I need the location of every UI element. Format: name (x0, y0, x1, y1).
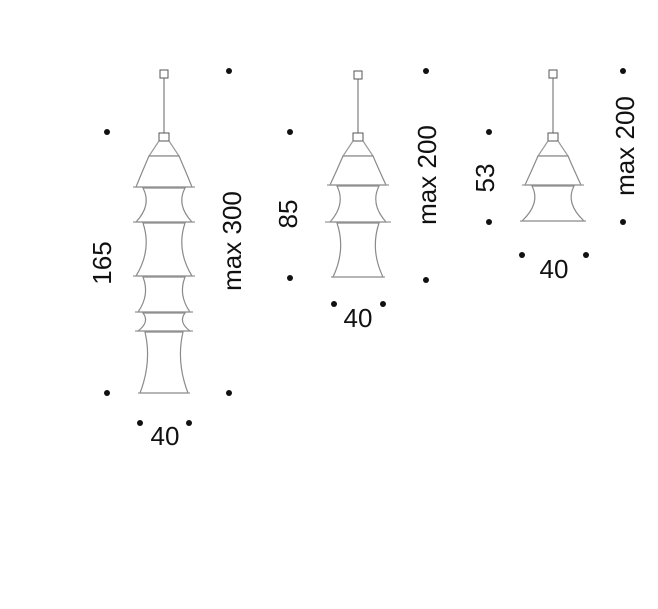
dim-dot (186, 420, 192, 426)
lamp-tier (134, 222, 194, 277)
dim-dot (331, 301, 337, 307)
canopy-cap (158, 132, 170, 142)
width-label: 40 (344, 303, 373, 333)
dim-dot (226, 68, 232, 74)
dim-dot (226, 390, 232, 396)
lamp-tier (520, 185, 586, 222)
dim-dot (486, 219, 492, 225)
dim-dot (519, 252, 525, 258)
height-label: 165 (87, 241, 117, 284)
lamp-tier (332, 222, 384, 278)
max-length-label: max 300 (217, 191, 247, 291)
lamp-tier (134, 187, 194, 223)
dim-dot (287, 275, 293, 281)
ceiling-hook-icon (159, 69, 169, 79)
lamp-tier (135, 155, 193, 188)
lamp-tier (139, 331, 189, 394)
lamp-top-cone (341, 140, 375, 157)
width-label: 40 (540, 254, 569, 284)
width-label: 40 (151, 421, 180, 451)
lamp-tier (136, 312, 192, 332)
dim-dot (104, 129, 110, 135)
lamp-top-cone (536, 140, 570, 157)
height-label: 53 (470, 164, 500, 193)
ceiling-hook-icon (353, 70, 363, 80)
dim-dot (486, 129, 492, 135)
lamp-top-cone (147, 140, 181, 157)
dim-dot (104, 390, 110, 396)
lamp-tier (524, 155, 582, 186)
dim-dot (380, 301, 386, 307)
lamp-small: 53 max 200 40 (470, 68, 640, 284)
dim-dot (137, 420, 143, 426)
dim-dot (287, 129, 293, 135)
lamp-tier (328, 185, 388, 223)
dim-dot (423, 277, 429, 283)
canopy-cap (547, 132, 559, 142)
dim-dot (423, 68, 429, 74)
canopy-cap (352, 132, 364, 142)
lamp-tier (329, 155, 387, 186)
dim-dot (620, 68, 626, 74)
ceiling-hook-icon (548, 69, 558, 79)
lamp-large: 165 max 300 40 (87, 68, 247, 451)
lamp-medium: 85 max 200 40 (273, 68, 442, 333)
dim-dot (620, 219, 626, 225)
lamp-tier (136, 276, 192, 313)
max-length-label: max 200 (610, 96, 640, 196)
dim-dot (583, 252, 589, 258)
height-label: 85 (273, 200, 303, 229)
max-length-label: max 200 (412, 125, 442, 225)
